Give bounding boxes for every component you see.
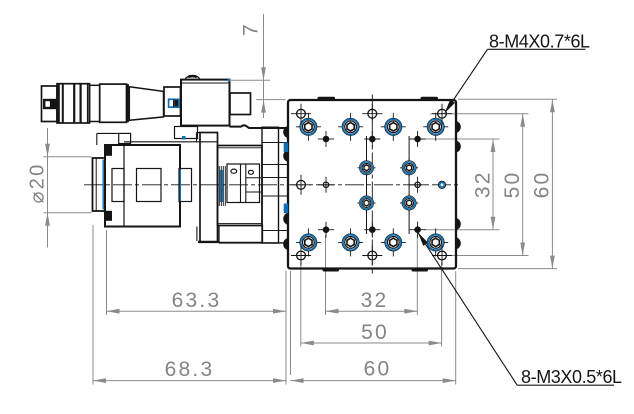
svg-text:8-M3X0.5*6L: 8-M3X0.5*6L [521, 367, 622, 387]
svg-text:50: 50 [501, 171, 524, 199]
svg-text:⌀20: ⌀20 [27, 163, 49, 204]
svg-text:68.3: 68.3 [165, 358, 215, 381]
svg-text:8-M4X0.7*6L: 8-M4X0.7*6L [489, 31, 590, 51]
svg-text:7: 7 [240, 22, 263, 36]
svg-text:32: 32 [361, 289, 389, 312]
svg-text:32: 32 [472, 170, 495, 198]
svg-text:60: 60 [364, 358, 392, 381]
svg-text:63.3: 63.3 [172, 289, 222, 312]
svg-text:60: 60 [531, 171, 554, 199]
svg-text:50: 50 [361, 321, 389, 344]
